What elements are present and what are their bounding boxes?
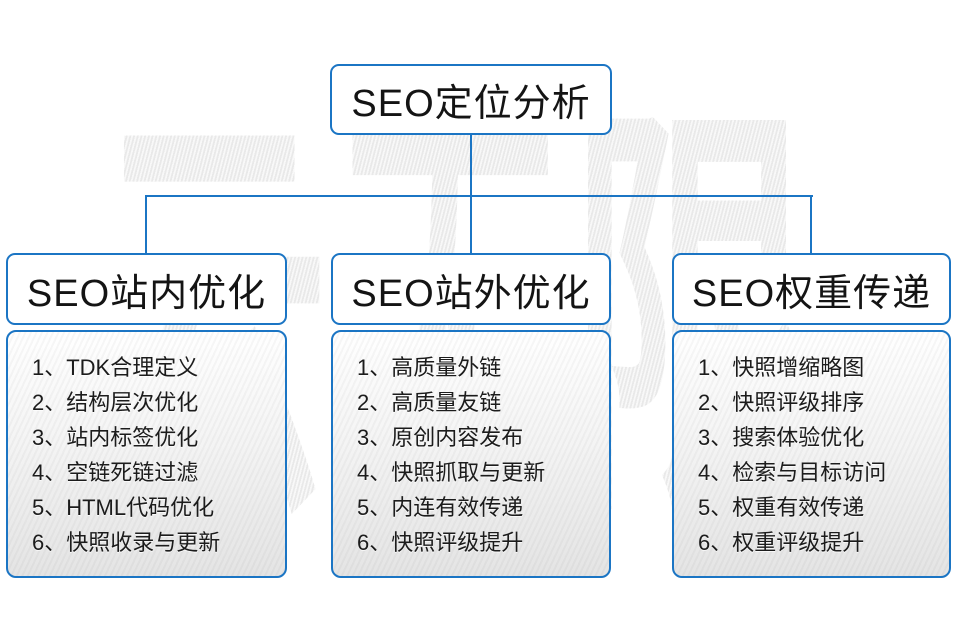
list-panel-onsite: 1、TDK合理定义 2、结构层次优化 3、站内标签优化 4、空链死链过滤 5、H… [6,330,287,578]
list-item: 4、检索与目标访问 [698,460,887,485]
list-item: 3、原创内容发布 [357,425,524,450]
list-item: 6、快照评级提升 [357,530,524,555]
list-item: 4、空链死链过滤 [32,460,199,485]
connector-drop-left [145,195,147,253]
list-item: 5、内连有效传递 [357,495,524,520]
header-node-onsite: SEO站内优化 [6,253,287,325]
list-item: 1、快照增缩略图 [698,355,865,380]
list-item: 2、高质量友链 [357,390,502,415]
header-label-offsite: SEO站外优化 [351,272,591,315]
connector-drop-right [810,195,812,253]
list-item: 6、快照收录与更新 [32,530,221,555]
list-item: 3、站内标签优化 [32,425,199,450]
list-weight: 1、快照增缩略图 2、快照评级排序 3、搜索体验优化 4、检索与目标访问 5、权… [698,350,939,560]
connector-root-stem [470,135,472,196]
list-item: 1、高质量外链 [357,355,502,380]
list-onsite: 1、TDK合理定义 2、结构层次优化 3、站内标签优化 4、空链死链过滤 5、H… [32,350,275,560]
root-node-seo-positioning: SEO定位分析 [330,64,612,135]
list-offsite: 1、高质量外链 2、高质量友链 3、原创内容发布 4、快照抓取与更新 5、内连有… [357,350,599,560]
header-label-onsite: SEO站内优化 [26,272,267,315]
list-item: 2、结构层次优化 [32,390,199,415]
connector-drop-middle [470,195,472,253]
list-panel-offsite: 1、高质量外链 2、高质量友链 3、原创内容发布 4、快照抓取与更新 5、内连有… [331,330,611,578]
list-panel-weight: 1、快照增缩略图 2、快照评级排序 3、搜索体验优化 4、检索与目标访问 5、权… [672,330,951,578]
header-label-weight: SEO权重传递 [691,272,932,315]
root-node-label: SEO定位分析 [351,83,591,125]
header-node-weight: SEO权重传递 [672,253,951,325]
list-item: 4、快照抓取与更新 [357,460,546,485]
list-item: 1、TDK合理定义 [32,355,199,380]
list-item: 6、权重评级提升 [698,530,865,555]
list-item: 5、HTML代码优化 [32,495,215,520]
connector-horizontal-bus [145,195,813,197]
header-node-offsite: SEO站外优化 [331,253,611,325]
list-item: 2、快照评级排序 [698,390,865,415]
list-item: 5、权重有效传递 [698,495,865,520]
list-item: 3、搜索体验优化 [698,425,865,450]
